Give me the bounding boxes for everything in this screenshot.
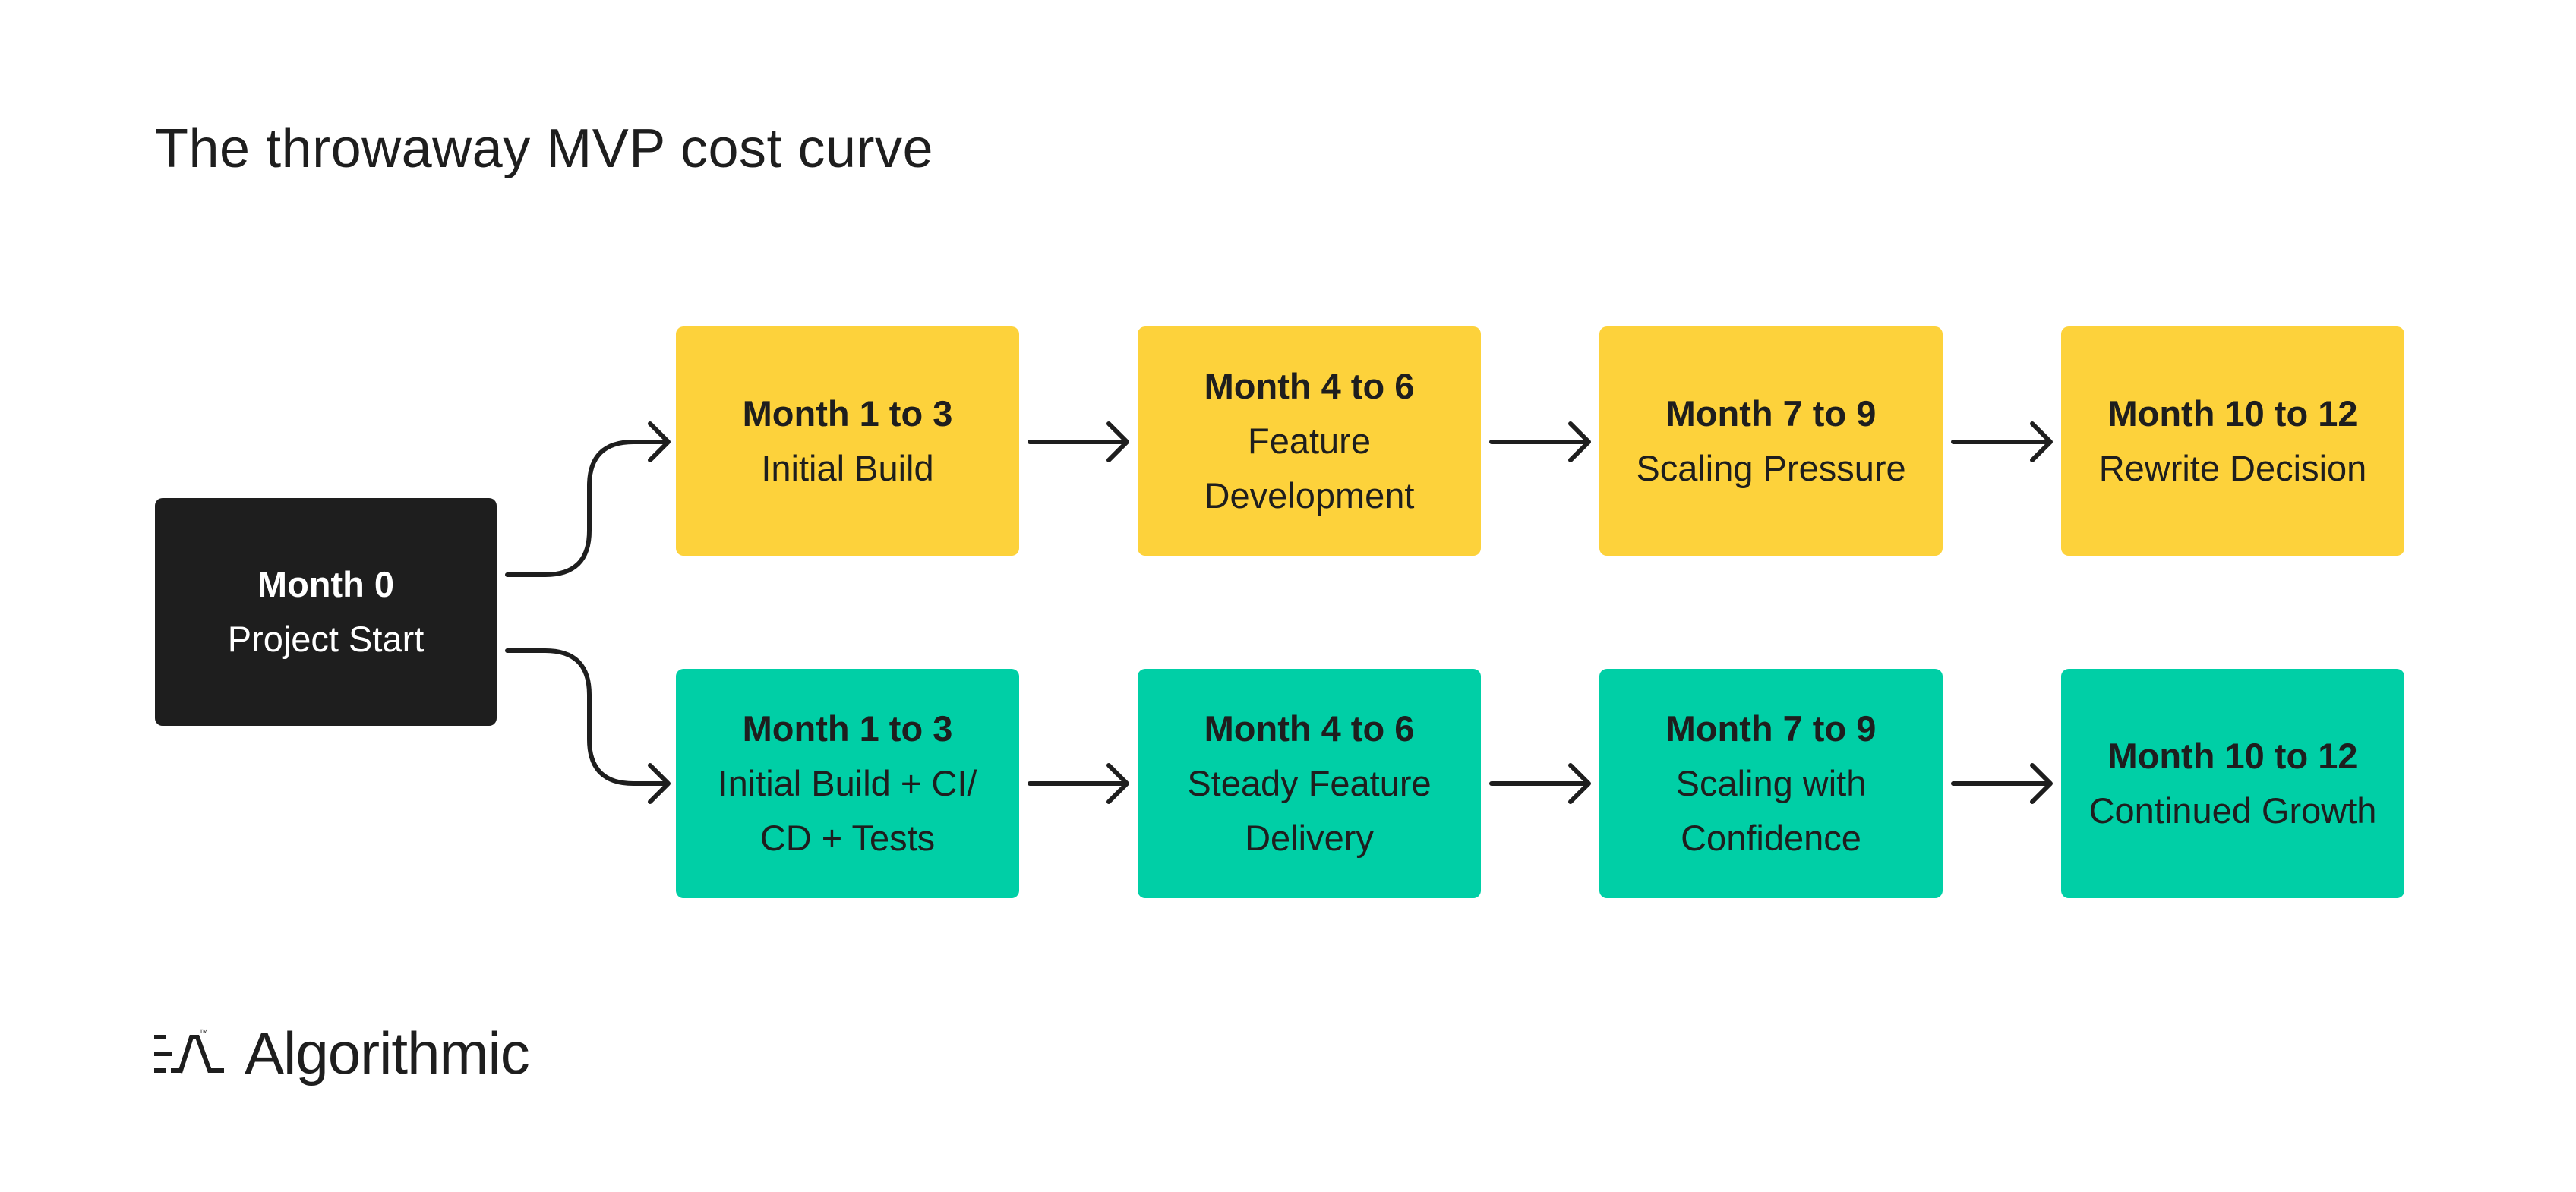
top-node-2-label: Feature Development — [1204, 421, 1415, 516]
bottom-arrow-1 — [1028, 763, 1129, 804]
bottom-node-1-label: Initial Build + CI/ CD + Tests — [718, 763, 977, 858]
top-arrow-3 — [1951, 421, 2053, 462]
top-node-2: Month 4 to 6 Feature Development — [1138, 326, 1481, 556]
start-node: Month 0 Project Start — [155, 498, 497, 726]
bottom-node-1: Month 1 to 3 Initial Build + CI/ CD + Te… — [676, 669, 1019, 898]
branch-arrowhead-top — [648, 421, 671, 462]
bottom-node-1-month: Month 1 to 3 — [742, 708, 953, 749]
bottom-node-3-month: Month 7 to 9 — [1665, 708, 1877, 749]
page-title: The throwaway MVP cost curve — [155, 118, 934, 179]
bottom-node-3-label: Scaling with Confidence — [1675, 763, 1867, 858]
top-node-4-month: Month 10 to 12 — [2107, 393, 2358, 434]
bottom-node-4: Month 10 to 12 Continued Growth — [2061, 669, 2404, 898]
bottom-node-2-label: Steady Feature Delivery — [1187, 763, 1432, 858]
algorithmic-logo-icon: ™ — [154, 1027, 224, 1074]
bottom-arrow-3 — [1951, 763, 2053, 804]
bottom-node-3: Month 7 to 9 Scaling with Confidence — [1599, 669, 1943, 898]
branch-arrow-bottom — [505, 648, 669, 786]
bottom-node-2: Month 4 to 6 Steady Feature Delivery — [1138, 669, 1481, 898]
start-node-label: Project Start — [227, 619, 425, 659]
algorithmic-wordmark: Algorithmic — [245, 1020, 530, 1086]
branch-arrowhead-bottom — [648, 763, 671, 804]
top-node-4: Month 10 to 12 Rewrite Decision — [2061, 326, 2404, 556]
top-node-4-label: Rewrite Decision — [2098, 448, 2367, 488]
top-node-3-label: Scaling Pressure — [1636, 448, 1906, 488]
bottom-node-2-month: Month 4 to 6 — [1204, 708, 1415, 749]
top-arrow-2 — [1489, 421, 1591, 462]
algorithmic-logo: ™ Algorithmic — [153, 1020, 530, 1086]
top-node-3: Month 7 to 9 Scaling Pressure — [1599, 326, 1943, 556]
top-node-1-label: Initial Build — [761, 448, 934, 488]
top-node-1-month: Month 1 to 3 — [742, 393, 953, 434]
top-node-2-month: Month 4 to 6 — [1204, 366, 1415, 406]
top-arrow-1 — [1028, 421, 1129, 462]
bottom-arrow-2 — [1489, 763, 1591, 804]
top-node-3-month: Month 7 to 9 — [1665, 393, 1877, 434]
start-node-month: Month 0 — [257, 564, 395, 604]
bottom-node-4-label: Continued Growth — [2088, 790, 2377, 831]
top-node-1: Month 1 to 3 Initial Build — [676, 326, 1019, 556]
branch-arrow-top — [505, 440, 669, 577]
trademark-mark: ™ — [199, 1027, 208, 1038]
bottom-node-4-month: Month 10 to 12 — [2107, 736, 2358, 776]
